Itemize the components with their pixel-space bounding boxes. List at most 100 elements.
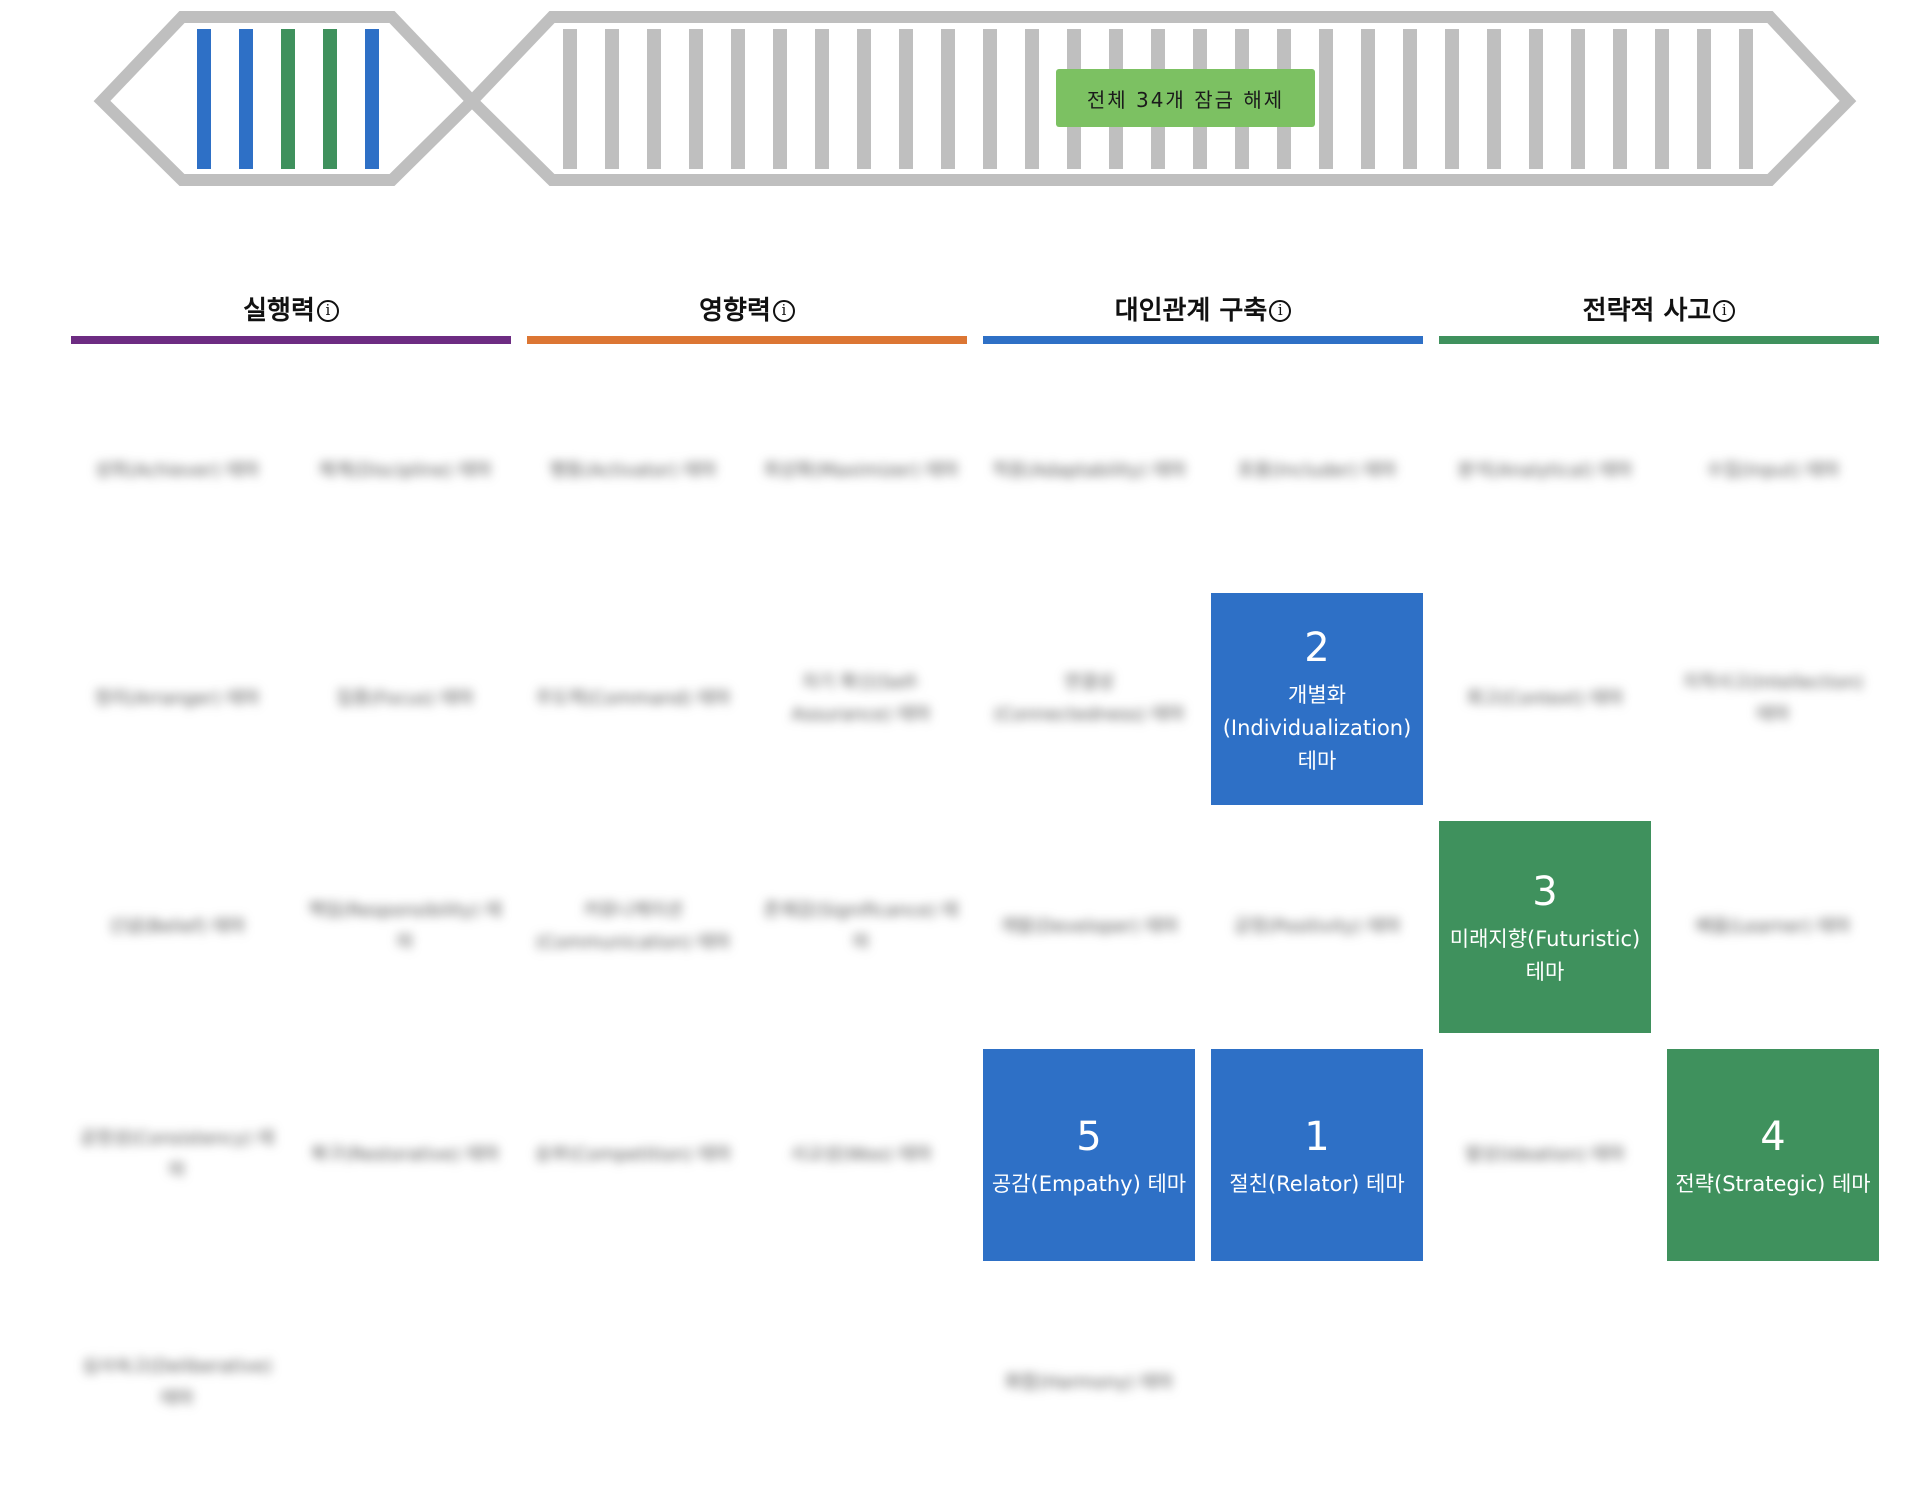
dna-strand-locked (899, 29, 913, 169)
dna-strand-locked (731, 29, 745, 169)
locked-theme-card[interactable]: 공정성(Consistency) 테마 (71, 1049, 283, 1261)
dna-strand-locked (1319, 29, 1333, 169)
category-title: 대인관계 구축 (1114, 296, 1268, 326)
locked-theme-card[interactable]: 집중(Focus) 테마 (299, 593, 511, 805)
locked-theme-card[interactable]: 정리(Arranger) 테마 (71, 593, 283, 805)
dna-strand-locked (1025, 29, 1039, 169)
info-icon[interactable]: i (1713, 299, 1736, 322)
theme-label: 주도력(Command) 테마 (535, 688, 731, 709)
theme-label: 적응(Adaptability) 테마 (991, 460, 1187, 481)
theme-label: 미래지향(Futuristic) 테마 (1449, 927, 1641, 984)
dna-strand-locked (1487, 29, 1501, 169)
theme-label: 공정성(Consistency) 테마 (79, 1128, 275, 1181)
locked-theme-card[interactable]: 회고(Context) 테마 (1439, 593, 1651, 805)
dna-strand-locked (1697, 29, 1711, 169)
locked-theme-card[interactable]: 분석(Analytical) 테마 (1439, 365, 1651, 577)
unlock-all-button[interactable]: 전체 34개 잠금 해제 (1056, 69, 1315, 127)
locked-theme-card[interactable]: 화합(Harmony) 테마 (983, 1277, 1195, 1489)
locked-theme-card[interactable]: 체계(Discipline) 테마 (299, 365, 511, 577)
category-bar-executing (71, 336, 511, 344)
theme-label: 포용(Includer) 테마 (1237, 460, 1397, 481)
theme-label: 지적사고(Intellection) 테마 (1682, 672, 1864, 725)
dna-strand-locked (1739, 29, 1753, 169)
theme-label: 사교성(Woo) 테마 (790, 1144, 932, 1165)
info-icon[interactable]: i (772, 299, 795, 322)
top-theme-card[interactable]: 5 공감(Empathy) 테마 (983, 1049, 1195, 1261)
theme-label: 체계(Discipline) 테마 (318, 460, 492, 481)
dna-strand-locked (815, 29, 829, 169)
category-relationship-building: 대인관계 구축 i (983, 290, 1423, 327)
top-theme-card[interactable]: 1 절친(Relator) 테마 (1211, 1049, 1423, 1261)
dna-strand-locked (857, 29, 871, 169)
theme-label: 존재감(Significance) 테마 (763, 900, 959, 953)
locked-theme-card[interactable]: 복구(Restorative) 테마 (299, 1049, 511, 1261)
dna-strand-locked (1529, 29, 1543, 169)
locked-theme-card[interactable]: 자기 확신(Self-Assurance) 테마 (755, 593, 967, 805)
theme-label: 절친(Relator) 테마 (1229, 1171, 1405, 1196)
locked-theme-card[interactable]: 사교성(Woo) 테마 (755, 1049, 967, 1261)
locked-theme-card[interactable]: 승부(Competition) 테마 (527, 1049, 739, 1261)
category-bar-relationship (983, 336, 1423, 344)
theme-label: 분석(Analytical) 테마 (1457, 460, 1633, 481)
info-icon[interactable]: i (1269, 299, 1292, 322)
locked-theme-card[interactable]: 연결성(Connectedness) 테마 (983, 593, 1195, 805)
theme-label: 배움(Learner) 테마 (1695, 916, 1851, 937)
dna-locked-frame (463, 11, 1857, 186)
theme-label: 공감(Empathy) 테마 (991, 1171, 1187, 1196)
dna-strand-locked (647, 29, 661, 169)
category-executing: 실행력 i (71, 290, 511, 327)
dna-strand-locked (563, 29, 577, 169)
theme-label: 정리(Arranger) 테마 (94, 688, 260, 709)
locked-theme-card[interactable]: 지적사고(Intellection) 테마 (1667, 593, 1879, 805)
locked-theme-card[interactable]: 수집(Input) 테마 (1667, 365, 1879, 577)
dna-strand-top-theme (239, 29, 253, 169)
theme-label: 개발(Developer) 테마 (999, 916, 1179, 937)
locked-theme-card[interactable]: 주도력(Command) 테마 (527, 593, 739, 805)
locked-theme-card[interactable]: 최상화(Maximizer) 테마 (755, 365, 967, 577)
info-icon[interactable]: i (316, 299, 339, 322)
dna-strand-locked (605, 29, 619, 169)
dna-strand-top-theme (365, 29, 379, 169)
locked-theme-card[interactable]: 적응(Adaptability) 테마 (983, 365, 1195, 577)
locked-theme-card[interactable]: 발상(Ideation) 테마 (1439, 1049, 1651, 1261)
category-influencing: 영향력 i (527, 290, 967, 327)
theme-rank: 2 (1304, 624, 1330, 671)
locked-theme-card[interactable]: 개발(Developer) 테마 (983, 821, 1195, 1033)
theme-label: 커뮤니케이션(Communication) 테마 (535, 900, 731, 953)
locked-theme-card[interactable]: 책임(Responsibility) 테마 (299, 821, 511, 1033)
theme-label: 책임(Responsibility) 테마 (308, 900, 502, 953)
locked-theme-card[interactable]: 존재감(Significance) 테마 (755, 821, 967, 1033)
locked-theme-card[interactable]: 신념(Belief) 테마 (71, 821, 283, 1033)
theme-rank: 4 (1760, 1113, 1786, 1160)
category-title: 영향력 (699, 296, 771, 326)
theme-label: 회고(Context) 테마 (1466, 688, 1624, 709)
dna-strand-locked (773, 29, 787, 169)
dna-locked-strands (563, 29, 1753, 169)
locked-theme-card[interactable]: 행동(Activator) 테마 (527, 365, 739, 577)
theme-label: 긍정(Positivity) 테마 (1233, 916, 1401, 937)
dna-top-strands (197, 29, 379, 169)
locked-theme-card[interactable]: 심사숙고(Deliberative) 테마 (71, 1277, 283, 1489)
dna-strand-locked (1403, 29, 1417, 169)
theme-label: 집중(Focus) 테마 (336, 688, 474, 709)
theme-label: 개별화 (Individualization) 테마 (1222, 682, 1412, 773)
dna-strand-top-theme (323, 29, 337, 169)
locked-theme-card[interactable]: 배움(Learner) 테마 (1667, 821, 1879, 1033)
theme-rank: 5 (1076, 1113, 1102, 1160)
locked-theme-card[interactable]: 긍정(Positivity) 테마 (1211, 821, 1423, 1033)
dna-strand-locked (689, 29, 703, 169)
category-bar-influencing (527, 336, 967, 344)
locked-theme-card[interactable]: 커뮤니케이션(Communication) 테마 (527, 821, 739, 1033)
theme-label: 복구(Restorative) 테마 (310, 1144, 500, 1165)
theme-label: 발상(Ideation) 테마 (1465, 1144, 1625, 1165)
locked-theme-card[interactable]: 성취(Achiever) 테마 (71, 365, 283, 577)
dna-top-frame (93, 11, 481, 186)
top-theme-card[interactable]: 2 개별화 (Individualization) 테마 (1211, 593, 1423, 805)
theme-label: 성취(Achiever) 테마 (94, 460, 260, 481)
theme-label: 자기 확신(Self-Assurance) 테마 (791, 672, 931, 725)
theme-rank: 1 (1304, 1113, 1330, 1160)
dna-strand-graphic (93, 11, 1857, 186)
locked-theme-card[interactable]: 포용(Includer) 테마 (1211, 365, 1423, 577)
